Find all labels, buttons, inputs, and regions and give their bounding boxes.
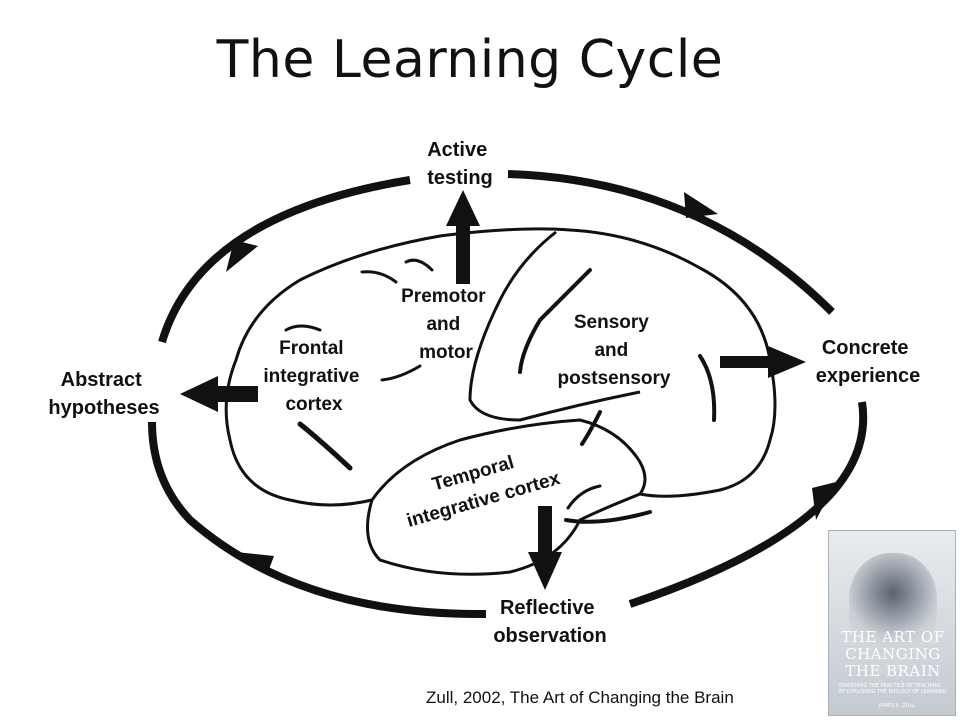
label-temporal: Temporal integrative cortex [397, 441, 563, 532]
label-reflective-observation-line2: observation [493, 625, 606, 647]
book-cover-head-illustration [849, 553, 937, 653]
label-reflective-observation-line1: Reflective [500, 597, 595, 619]
label-active-testing: Active testing [427, 139, 493, 189]
label-premotor: Premotor and motor [401, 286, 491, 363]
brain-sulcus [380, 364, 422, 382]
label-frontal-line1: Frontal [279, 338, 343, 359]
label-frontal-line3: cortex [285, 394, 342, 415]
brain-outline [224, 227, 777, 576]
book-cover-author: JAMES E. ZULL [879, 703, 916, 709]
arrow-up-to-active-testing [446, 190, 480, 284]
book-cover-image: THE ART OF CHANGING THE BRAIN ENRICHING … [828, 530, 956, 716]
cycle-arrowhead-top-left [226, 240, 258, 272]
brain-sulcus [284, 324, 322, 332]
label-concrete-experience-line2: experience [816, 365, 921, 387]
brain-sulcus [566, 484, 602, 510]
label-reflective-observation: Reflective observation [493, 597, 606, 647]
label-sensory-line3: postsensory [558, 368, 671, 389]
label-frontal-line2: integrative [263, 366, 359, 387]
label-concrete-experience: Concrete experience [816, 337, 921, 387]
label-abstract-hypotheses-line1: Abstract [61, 369, 142, 391]
cycle-arrowhead-bottom-left [236, 552, 274, 572]
label-sensory-line1: Sensory [574, 312, 649, 333]
label-sensory: Sensory and postsensory [558, 312, 671, 389]
label-premotor-line3: motor [419, 342, 473, 363]
label-active-testing-line2: testing [427, 167, 493, 189]
brain-sulcus [698, 354, 717, 422]
label-sensory-line2: and [594, 340, 628, 361]
slide-title: The Learning Cycle [216, 30, 724, 90]
cycle-arc-bottom-left [148, 421, 487, 619]
brain-sulcus [518, 268, 592, 374]
label-active-testing-line1: Active [427, 139, 487, 161]
brain-sulcus [360, 270, 398, 284]
cycle-arrowhead-top-right [684, 192, 718, 218]
book-cover-title: THE ART OF CHANGING THE BRAIN [833, 629, 953, 680]
brain-sulcus [404, 258, 434, 272]
cycle-arc-top-right [507, 170, 835, 315]
book-cover-subtitle: ENRICHING THE PRACTICE OF TEACHING BY EX… [839, 683, 947, 695]
brain-sulcus [297, 421, 353, 471]
cycle-arrowhead-right [812, 482, 836, 520]
cycle-arc-top-left [158, 176, 411, 344]
book-cover-neck-illustration [873, 643, 913, 673]
label-concrete-experience-line1: Concrete [822, 337, 909, 359]
book-cover-title-line2: CHANGING [845, 645, 941, 663]
brain-temporal-lobe-line [370, 418, 647, 501]
label-abstract-hypotheses-line2: hypotheses [48, 397, 159, 419]
arrow-left-to-abstract-hypotheses [180, 376, 258, 412]
label-temporal-group: Temporal integrative cortex [397, 441, 563, 532]
book-cover-title-line1: THE ART OF [841, 628, 945, 646]
arrow-down-to-reflective-observation [528, 506, 562, 590]
book-cover-title-line3: THE BRAIN [845, 662, 941, 680]
label-premotor-line1: Premotor [401, 286, 486, 307]
citation: Zull, 2002, The Art of Changing the Brai… [426, 688, 734, 707]
label-abstract-hypotheses: Abstract hypotheses [48, 369, 159, 419]
label-frontal: Frontal integrative cortex [263, 338, 364, 415]
brain-sulcus [580, 410, 602, 446]
label-premotor-line2: and [426, 314, 460, 335]
brain-sulcus [564, 510, 652, 524]
brain-central-lobe-line [468, 230, 641, 422]
arrow-right-to-concrete-experience [720, 346, 806, 378]
cycle-arc-bottom-right [628, 401, 868, 608]
